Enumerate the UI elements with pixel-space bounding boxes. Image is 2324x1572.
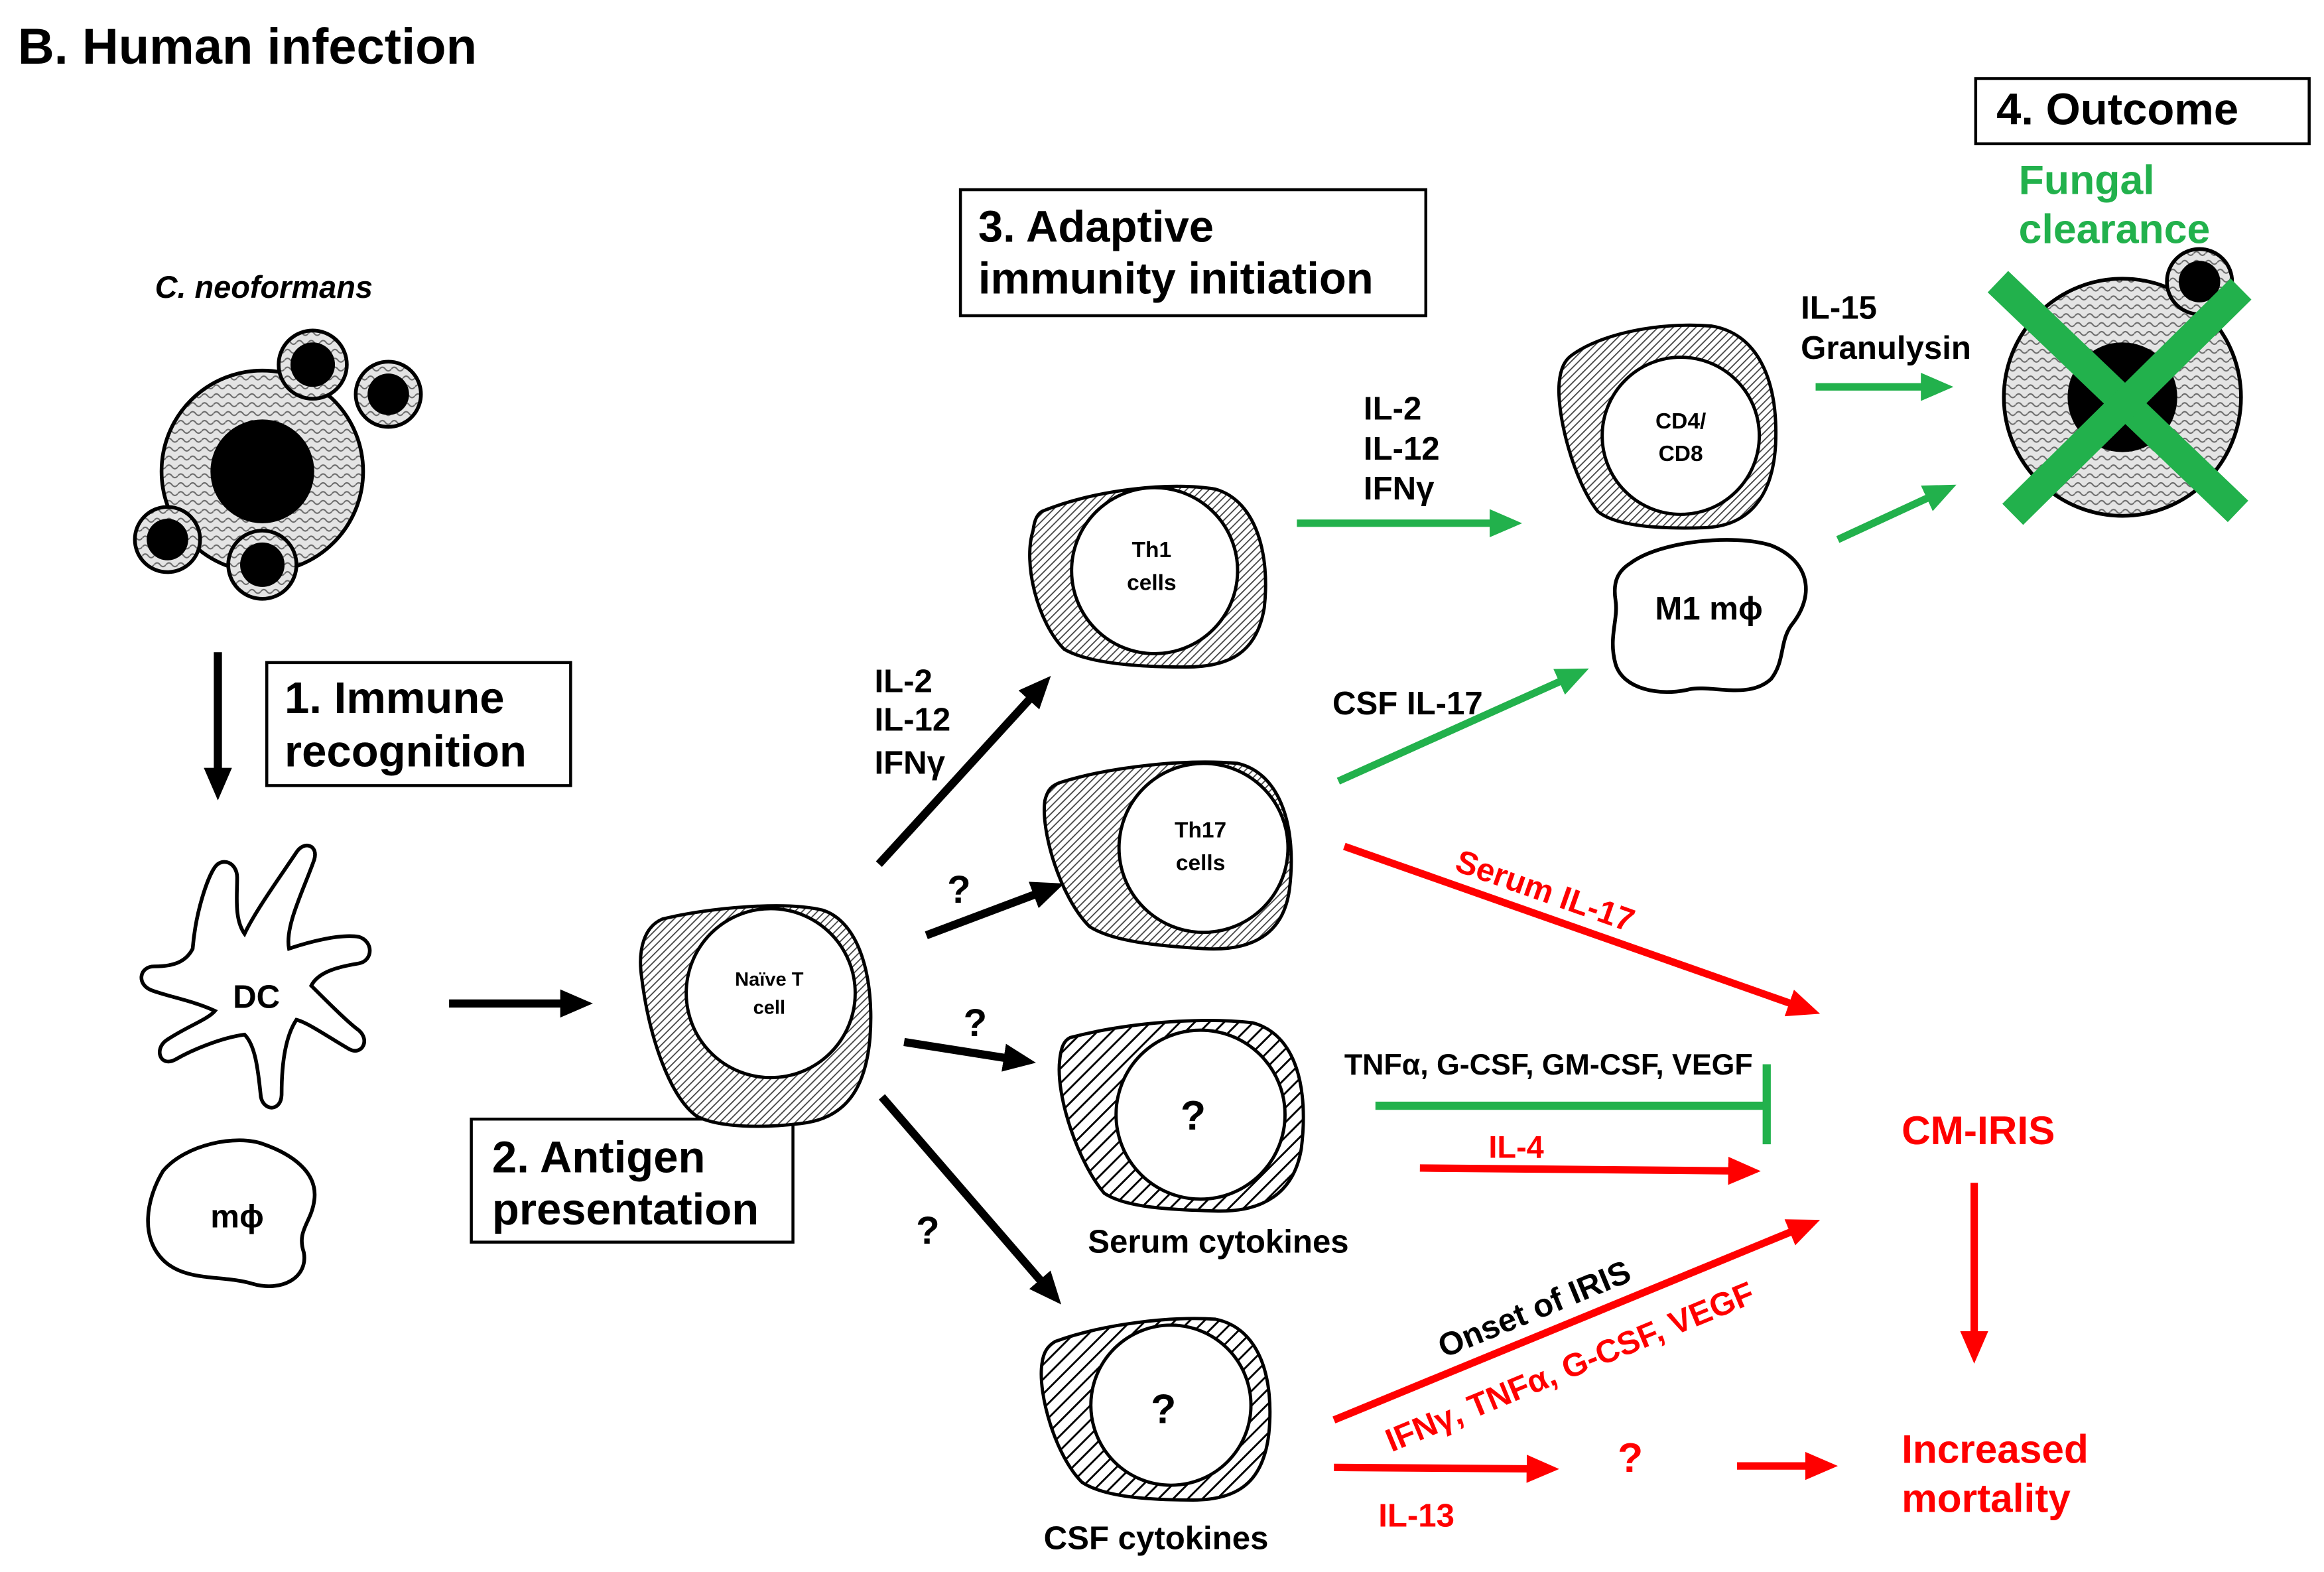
fungal-clearance-line2: clearance (2019, 206, 2211, 252)
arrow-csf-il13 (1334, 1455, 1559, 1483)
panel-title: B. Human infection (18, 19, 477, 75)
csf-cytokines-caption: CSF cytokines (1044, 1520, 1269, 1556)
naive-to-th1-signal-3: IFNγ (874, 745, 945, 781)
effector-signal-2: Granulysin (1801, 330, 1971, 366)
effector-signal-1: IL-15 (1801, 289, 1877, 326)
arrow-th17-to-m1 (1336, 668, 1589, 785)
mortality-line1: Increased (1902, 1427, 2089, 1472)
bud-right (354, 360, 423, 429)
m1-macrophage-label: M1 mϕ (1655, 590, 1763, 627)
il13-unknown: ? (1618, 1435, 1643, 1481)
serum-protective-cytokines: TNFα, G-CSF, GM-CSF, VEGF (1344, 1049, 1753, 1081)
th17-label-1: Th17 (1175, 819, 1226, 843)
dendritic-cell-label: DC (233, 979, 280, 1015)
cross-mark-icon (1987, 271, 2252, 525)
serum-il4-label: IL-4 (1488, 1130, 1543, 1164)
arrow-csf-onset (1332, 1219, 1821, 1423)
arrow-naive-to-th1 (875, 675, 1051, 867)
cd4-cd8-label-1: CD4/ (1655, 409, 1706, 434)
stage-2-box: 2. Antigen presentation (470, 1117, 795, 1244)
naive-to-th1-signal-2: IL-12 (874, 702, 950, 738)
bud-bottom (226, 529, 298, 601)
stage-1-line1: 1. Immune (285, 673, 505, 723)
naive-to-serum-unknown: ? (964, 1002, 987, 1045)
th17-cell: Th17 cells (1043, 760, 1293, 951)
stage-4-box: 4. Outcome (1974, 77, 2311, 145)
csf-cytokine-cell: ? (1039, 1317, 1272, 1502)
naive-t-label-2: cell (753, 998, 785, 1019)
th1-to-effector-signal-1: IL-2 (1364, 390, 1421, 426)
cryptococcus-cell (133, 328, 423, 601)
stage-1-box: 1. Immune recognition (265, 661, 572, 787)
serum-cytokines-caption: Serum cytokines (1088, 1223, 1348, 1260)
naive-t-cell: Naïve T cell (639, 904, 873, 1128)
fungal-clearance-line1: Fungal (2019, 157, 2155, 204)
arrow-naive-to-serum (903, 1037, 1036, 1072)
mortality-line2: mortality (1902, 1475, 2071, 1520)
cd4-cd8-cell: CD4/ CD8 (1557, 323, 1778, 530)
serum-cell-unknown: ? (1181, 1092, 1206, 1139)
bud-left (133, 505, 202, 574)
cd4-cd8-label-2: CD8 (1659, 442, 1703, 466)
th1-to-effector-signal-3: IFNγ (1364, 470, 1435, 507)
stage-2-line1: 2. Antigen (492, 1133, 706, 1183)
th1-to-effector-signal-2: IL-12 (1364, 430, 1440, 467)
csf-cell-unknown: ? (1151, 1386, 1176, 1432)
th1-label-1: Th1 (1132, 538, 1172, 562)
th1-label-2: cells (1127, 570, 1177, 595)
arrow-naive-to-th17 (925, 882, 1065, 939)
inhibition-bar (1375, 1064, 1771, 1145)
m1-macrophage (1610, 538, 1808, 694)
serum-cytokine-cell: ? (1057, 1019, 1305, 1213)
macrophage-label: mϕ (210, 1198, 264, 1234)
macrophage (146, 1138, 317, 1288)
naive-to-csf-unknown: ? (916, 1209, 940, 1252)
csf-il13-label: IL-13 (1378, 1498, 1454, 1534)
stage-3-line2: immunity initiation (978, 253, 1374, 303)
arrow-naive-to-csf (878, 1094, 1062, 1305)
naive-to-th17-unknown: ? (947, 868, 971, 911)
bud-top (277, 328, 349, 401)
stage-3-line1: 3. Adaptive (978, 202, 1214, 251)
stage-1-line2: recognition (285, 726, 527, 776)
cm-iris-label: CM-IRIS (1902, 1108, 2055, 1153)
pathogen-label: C. neoformans (155, 270, 373, 304)
th17-to-m1-signal: CSF IL-17 (1332, 685, 1483, 722)
dendritic-cell (139, 844, 372, 1110)
naive-t-label-1: Naïve T (735, 969, 804, 990)
naive-to-th1-signal-1: IL-2 (874, 663, 932, 700)
th1-cell: Th1 cells (1028, 484, 1267, 669)
arrow-th17-serum-il17 (1343, 842, 1821, 1017)
arrow-serum-il4 (1419, 1156, 1761, 1185)
stage-2-line2: presentation (492, 1185, 759, 1234)
cell-core (210, 419, 314, 523)
th17-label-2: cells (1176, 851, 1226, 876)
stage-3-box: 3. Adaptive immunity initiation (958, 188, 1428, 318)
arrow-m1-to-clearance (1836, 484, 1957, 543)
stage-4-label: 4. Outcome (1996, 85, 2238, 135)
